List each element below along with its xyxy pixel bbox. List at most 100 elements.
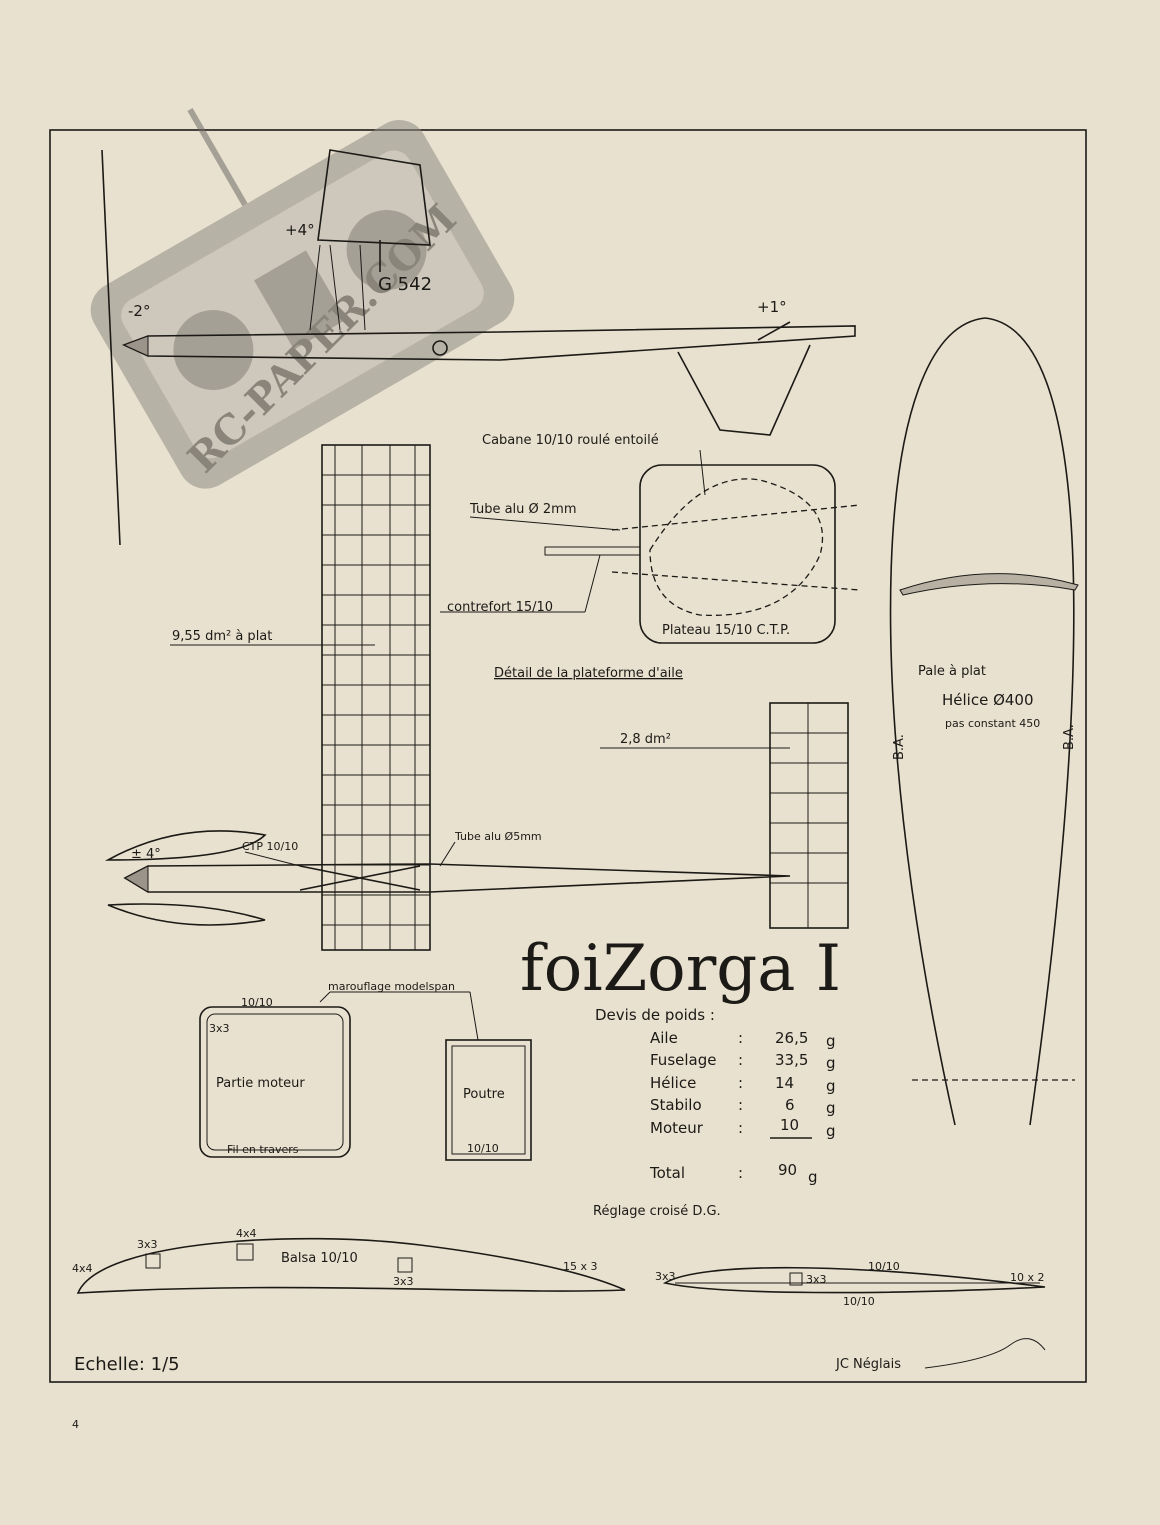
svg-text::: : — [738, 1029, 743, 1047]
angle-nose-label: -2° — [128, 302, 150, 320]
wing-platform-detail: Cabane 10/10 roulé entoilé Tube alu Ø 2m… — [440, 433, 861, 681]
fil-travers-label: Fil en travers — [227, 1143, 299, 1156]
model-title: foiZorga I — [520, 932, 841, 1006]
svg-text:14: 14 — [775, 1074, 794, 1092]
svg-text:Aile: Aile — [650, 1029, 678, 1047]
fuselage-top — [123, 863, 791, 893]
motor-corner-label: 3x3 — [209, 1022, 230, 1035]
prop-blade-upper — [104, 830, 267, 861]
prop-angle-label: ± 4° — [131, 847, 161, 862]
angle-stab-label: +1° — [757, 298, 787, 316]
svg-text:3x3: 3x3 — [806, 1273, 827, 1286]
stab-incidence — [757, 321, 791, 341]
contrefort-bar — [544, 546, 641, 556]
cabane-label: Cabane 10/10 roulé entoilé — [482, 433, 659, 448]
stab-outline — [769, 702, 849, 929]
tube-5mm-label: Tube alu Ø5mm — [454, 830, 542, 843]
weight-row: Hélice : 14 g — [650, 1074, 836, 1095]
motor-top-label: 10/10 — [241, 996, 273, 1009]
svg-text::: : — [738, 1096, 743, 1114]
rib-4x4-left: 4x4 — [72, 1262, 93, 1275]
airfoil-code-label: G 542 — [378, 274, 432, 295]
helice-label: Hélice Ø400 — [942, 691, 1034, 709]
svg-text:10 x 2: 10 x 2 — [1010, 1271, 1045, 1284]
weight-table: Devis de poids : Aile : 26,5 g Fuselage … — [593, 1006, 836, 1219]
pas-label: pas constant 450 — [945, 717, 1040, 730]
svg-text::: : — [738, 1119, 743, 1137]
fuselage-top-view: ± 4° CTP 10/10 Tube alu Ø5mm — [104, 830, 791, 926]
rib-balsa-label: Balsa 10/10 — [281, 1251, 358, 1266]
sheet-frame — [49, 129, 1087, 1383]
svg-text::: : — [738, 1051, 743, 1069]
wing-ribs — [322, 474, 430, 926]
svg-text:g: g — [826, 1099, 836, 1117]
plateau-label: Plateau 15/10 C.T.P. — [662, 623, 790, 638]
svg-text:g: g — [826, 1032, 836, 1050]
ba-right-label: B.A. — [1062, 724, 1077, 750]
svg-text:10/10: 10/10 — [843, 1295, 875, 1308]
svg-text:10/10: 10/10 — [868, 1260, 900, 1273]
weight-row: Fuselage : 33,5 g — [650, 1051, 836, 1072]
ba-left-label: B.A. — [892, 734, 907, 760]
svg-text:3x3: 3x3 — [655, 1270, 676, 1283]
weight-row: Moteur : 10 g — [650, 1116, 836, 1140]
rib-outline — [76, 1237, 626, 1294]
tube-2mm-label: Tube alu Ø 2mm — [469, 502, 577, 517]
fuselage-cross-sections: marouflage modelspan 10/10 3x3 Partie mo… — [199, 980, 532, 1161]
svg-text::: : — [738, 1074, 743, 1092]
contrefort-label: contrefort 15/10 — [447, 600, 553, 615]
cabane-dashed — [649, 478, 824, 617]
nose-cone — [122, 335, 149, 357]
motor-hook-ring — [432, 340, 448, 356]
prop-blade-lower — [107, 903, 266, 926]
page-number: 4 — [72, 1418, 79, 1431]
svg-text:6: 6 — [785, 1096, 795, 1114]
svg-text:Stabilo: Stabilo — [650, 1096, 702, 1114]
stab-rib-section: 3x3 10/10 3x3 10 x 2 10/10 — [655, 1260, 1046, 1308]
beam-section — [445, 1039, 532, 1161]
svg-text:4x4: 4x4 — [236, 1227, 257, 1240]
plateau-outline — [639, 464, 836, 644]
total-value: 90 — [778, 1161, 797, 1179]
signature-flourish — [924, 1338, 1046, 1369]
svg-text:Hélice: Hélice — [650, 1074, 696, 1092]
wing-area-label: 9,55 dm² à plat — [172, 629, 272, 644]
svg-text:Moteur: Moteur — [650, 1119, 704, 1137]
reglage-note: Réglage croisé D.G. — [593, 1204, 721, 1219]
poutre-bottom-label: 10/10 — [467, 1142, 499, 1155]
detail-title: Détail de la plateforme d'aile — [494, 666, 683, 681]
maroufflage-label: marouflage modelspan — [328, 980, 455, 993]
wing-top-view: 9,55 dm² à plat — [170, 444, 431, 951]
svg-text:g: g — [808, 1168, 818, 1186]
partie-moteur-label: Partie moteur — [216, 1076, 305, 1091]
fuselage-side — [121, 325, 856, 361]
svg-text:15 x 3: 15 x 3 — [563, 1260, 598, 1273]
blade-section — [899, 573, 1079, 596]
poutre-label: Poutre — [463, 1087, 505, 1102]
side-view: +4° -2° +1° G 542 — [101, 149, 856, 546]
signature: JC Néglais — [835, 1357, 901, 1372]
svg-text:g: g — [826, 1077, 836, 1095]
weights-heading: Devis de poids : — [595, 1006, 715, 1024]
fin-side — [677, 344, 811, 436]
svg-text:10: 10 — [780, 1116, 799, 1134]
stab-area-label: 2,8 dm² — [620, 732, 671, 747]
svg-text:g: g — [826, 1054, 836, 1072]
svg-text:3x3: 3x3 — [137, 1238, 158, 1251]
total-label: Total — [649, 1164, 685, 1182]
watermark-stamp: RC-PAPER.COM — [90, 107, 515, 489]
cabane-struts — [309, 244, 366, 331]
angle-wing-label: +4° — [285, 221, 315, 239]
svg-text:3x3: 3x3 — [393, 1275, 414, 1288]
svg-text:33,5: 33,5 — [775, 1051, 808, 1069]
wing-outline — [321, 444, 431, 951]
motor-section — [199, 1006, 351, 1158]
weight-row: Aile : 26,5 g — [650, 1029, 836, 1050]
cross-struts — [299, 865, 421, 891]
propeller-blade: Pale à plat Hélice Ø400 pas constant 450… — [889, 317, 1079, 1126]
blade-outline — [889, 317, 1075, 1126]
ctp-label: CTP 10/10 — [242, 840, 298, 853]
weight-row: Stabilo : 6 g — [650, 1096, 836, 1117]
wing-rib-section: 4x4 3x3 4x4 Balsa 10/10 3x3 15 x 3 — [72, 1227, 626, 1294]
